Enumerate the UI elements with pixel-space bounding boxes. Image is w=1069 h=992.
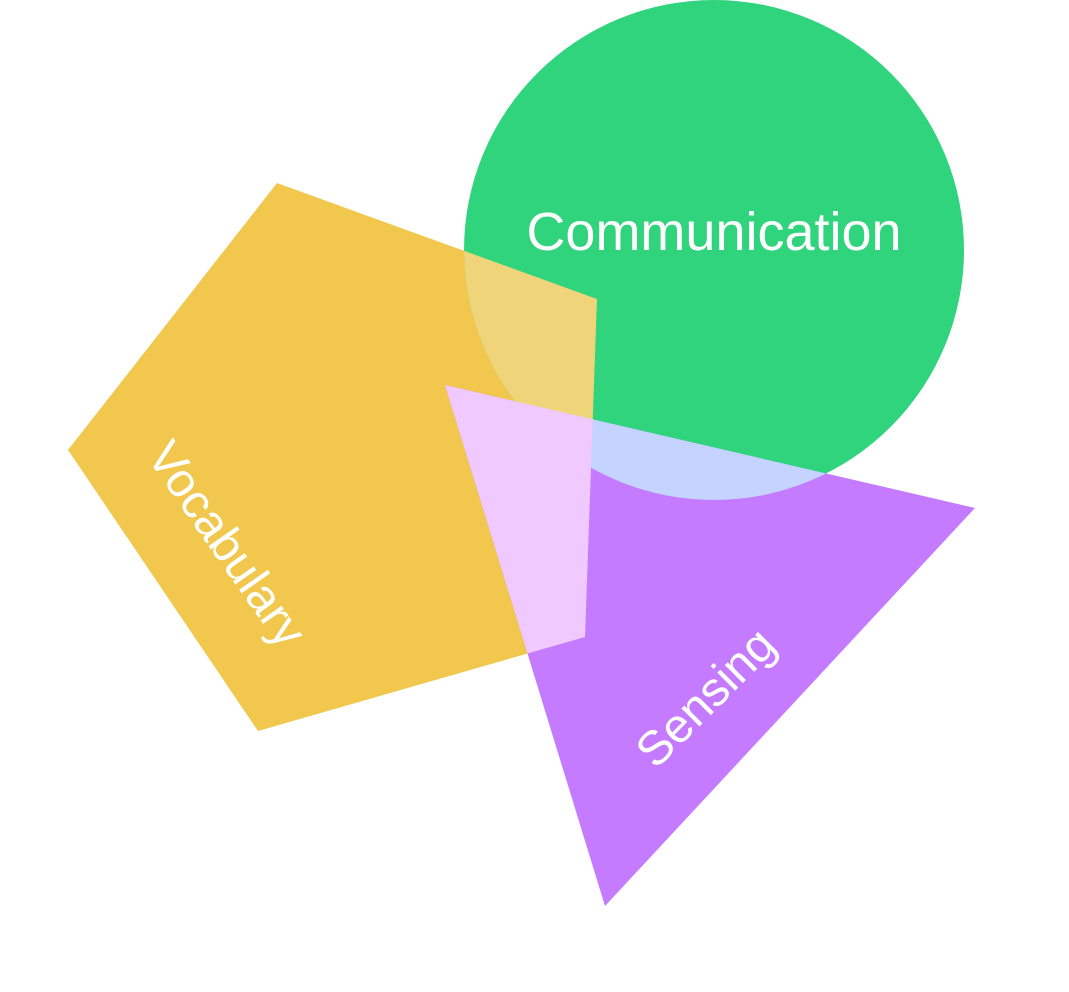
vocabulary-pentagon [68, 183, 597, 731]
communication-label: Communication [526, 202, 901, 262]
vocabulary-communication-overlap [464, 183, 597, 500]
vocabulary-sensing-overlap [445, 385, 597, 731]
